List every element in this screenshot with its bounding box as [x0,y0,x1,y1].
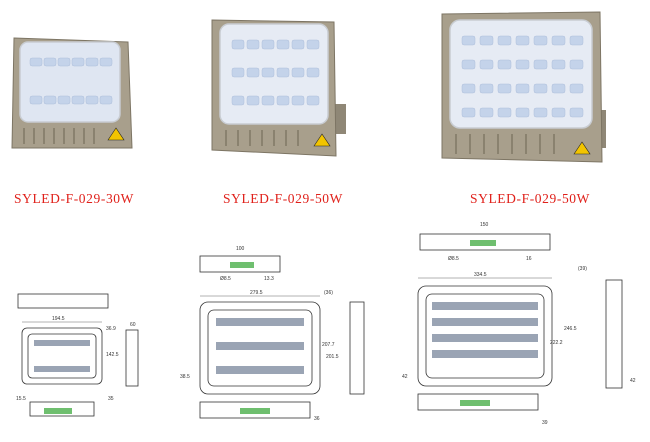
dim-depth: (39) [578,266,587,272]
dim-depth: 36.9 [106,326,116,332]
product-photo-50w-a [210,18,355,168]
dim-width: 194.5 [52,316,65,322]
dim-height-a: 222.2 [550,340,563,346]
dim-side: 38.5 [180,374,190,380]
dim-hole: Ø8.5 [448,256,459,262]
dim-height-a: 207.7 [322,342,335,348]
warning-icon [573,141,591,155]
dim-side-b: 42 [630,378,636,384]
dim-offset: 13.3 [264,276,274,282]
dim-bracket-width: 100 [236,246,245,252]
dim-width: 279.5 [250,290,263,296]
warning-icon [107,127,125,141]
dim-depth: (36) [324,290,333,296]
dim-height-b: 246.5 [564,326,577,332]
warning-icon [313,133,331,147]
product-photo-30w [10,36,140,156]
caption-30w: SYLED-F-029-30W [14,191,134,206]
dim-side-a: 42 [402,374,408,380]
dim-foot: 39 [542,420,548,426]
caption-50w-a: SYLED-F-029-50W [223,191,343,206]
dim-slot: 16 [526,256,532,262]
drawing-30w: 194.5 36.9 142.5 60 15.5 35 [16,293,139,417]
dim-height-b: 201.5 [326,354,339,360]
caption-50w-b: SYLED-F-029-50W [470,191,590,206]
dim-side: 60 [130,322,136,328]
dim-bracket-width: 150 [480,222,489,228]
drawing-50w-b: 150 Ø8.5 16 334.5 (39) 222.2 246.5 42 42… [402,222,636,426]
dim-width: 334.5 [474,272,487,278]
product-photo-50w-b [440,11,620,174]
dim-hole: Ø8.5 [220,276,231,282]
dim-bracket: 15.5 [16,396,26,402]
dim-bottom: 35 [108,396,114,402]
dim-height: 142.5 [106,352,119,358]
drawing-50w-a: 100 Ø8.5 13.3 279.5 (36) 207.7 201.5 38.… [180,246,365,422]
dim-foot: 36 [314,416,320,422]
